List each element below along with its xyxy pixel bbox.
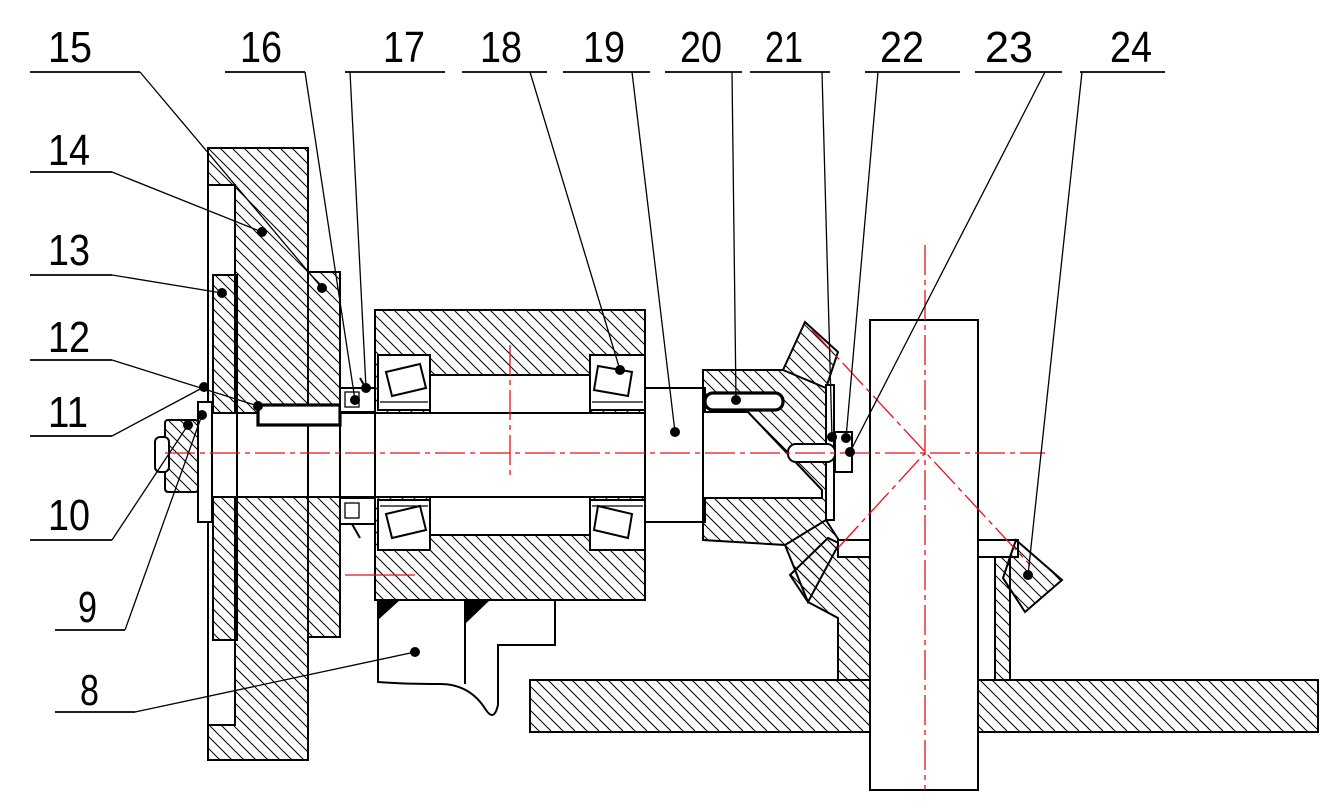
callout-leader bbox=[349, 71, 367, 389]
callout-label: 10 bbox=[48, 491, 90, 540]
callout-leader bbox=[731, 71, 737, 401]
gear-support-gap bbox=[977, 556, 996, 681]
callout-label: 19 bbox=[583, 23, 625, 72]
main-shaft bbox=[374, 412, 651, 498]
callout-label: 18 bbox=[480, 23, 522, 72]
callout-dot bbox=[257, 227, 267, 237]
washer bbox=[197, 401, 213, 523]
callout-label: 9 bbox=[78, 583, 97, 632]
callout-label: 15 bbox=[48, 23, 92, 72]
callout-dot bbox=[841, 433, 851, 443]
shaft-extension bbox=[644, 387, 706, 523]
callout-dot bbox=[410, 647, 420, 657]
key bbox=[256, 403, 342, 427]
callout-leader bbox=[111, 274, 223, 294]
callout-dot bbox=[827, 432, 837, 442]
callout-leader bbox=[139, 71, 323, 289]
callout-leader bbox=[111, 386, 205, 437]
driving-bevel-gear-assembly bbox=[702, 320, 853, 605]
callout-label: 20 bbox=[680, 23, 722, 72]
support-bracket-assembly bbox=[377, 599, 556, 716]
callout-leader bbox=[529, 71, 621, 371]
callout-dot bbox=[1023, 570, 1033, 580]
gear-support bbox=[994, 556, 1011, 681]
roller-left-top bbox=[384, 362, 428, 398]
top-callouts: 15 16 17 18 19 20 21 22 bbox=[30, 23, 1165, 580]
left-callouts: 14 13 12 11 10 9 8 bbox=[30, 126, 420, 715]
callout-dot bbox=[197, 410, 207, 420]
callout-leader bbox=[111, 424, 189, 541]
callout-dot bbox=[670, 427, 680, 437]
callout-label: 13 bbox=[48, 226, 90, 275]
centerlines bbox=[165, 245, 1045, 790]
callout-label: 11 bbox=[48, 388, 88, 437]
callout-label: 14 bbox=[48, 126, 90, 175]
callout-dot bbox=[361, 383, 371, 393]
base-plate-left bbox=[529, 679, 871, 733]
roller-left-bottom bbox=[384, 504, 428, 540]
seal-bottom-ring bbox=[344, 502, 360, 519]
vertical-shaft bbox=[869, 319, 979, 791]
callout-leader bbox=[821, 71, 833, 438]
callout-dot bbox=[350, 395, 360, 405]
callout-label: 8 bbox=[80, 666, 99, 715]
gear-tooth-line bbox=[784, 519, 827, 546]
base-plate bbox=[529, 679, 1319, 733]
callout-dot bbox=[253, 401, 263, 411]
callout-leader bbox=[111, 171, 263, 233]
callout-label: 21 bbox=[765, 23, 803, 72]
pitch-line-gear bbox=[837, 452, 926, 549]
base-plate-right bbox=[977, 679, 1319, 733]
callout-dot bbox=[183, 420, 193, 430]
weld bbox=[378, 600, 400, 620]
callout-label: 23 bbox=[985, 23, 1033, 72]
callout-dot bbox=[217, 288, 227, 298]
callout-label: 16 bbox=[240, 23, 282, 72]
support-bracket bbox=[377, 599, 556, 716]
bolt-end bbox=[154, 436, 170, 473]
bearing-housing-assembly bbox=[374, 309, 706, 601]
callout-leader bbox=[845, 71, 879, 439]
pitch-line-gear bbox=[811, 329, 1031, 566]
circlip-bottom bbox=[351, 523, 361, 539]
callout-leader bbox=[849, 71, 1046, 453]
callout-label: 22 bbox=[880, 23, 924, 72]
callout-dot bbox=[731, 395, 741, 405]
gear-key bbox=[703, 391, 785, 412]
roller-right-bottom bbox=[592, 504, 634, 540]
roller-right-top bbox=[592, 364, 634, 398]
callout-label: 24 bbox=[1110, 23, 1152, 72]
callout-leader bbox=[134, 651, 416, 713]
callout-leader bbox=[304, 71, 356, 401]
callout-dot bbox=[317, 283, 327, 293]
seal-bottom bbox=[339, 497, 376, 525]
gear-shaft-end bbox=[702, 411, 823, 499]
pulley-disc-assembly bbox=[207, 147, 376, 761]
callout-leader bbox=[111, 359, 259, 407]
callout-leader bbox=[1027, 71, 1083, 576]
callout-leader bbox=[124, 414, 203, 631]
callout-leader bbox=[631, 71, 676, 433]
shaft-end-fastening bbox=[154, 401, 213, 523]
callout-dot bbox=[845, 447, 855, 457]
weld bbox=[465, 600, 490, 624]
callout-dot bbox=[199, 382, 209, 392]
callout-label: 12 bbox=[48, 313, 90, 362]
gear-tooth-line bbox=[782, 369, 827, 389]
callout-label: 17 bbox=[383, 23, 425, 72]
callout-dot bbox=[615, 365, 625, 375]
